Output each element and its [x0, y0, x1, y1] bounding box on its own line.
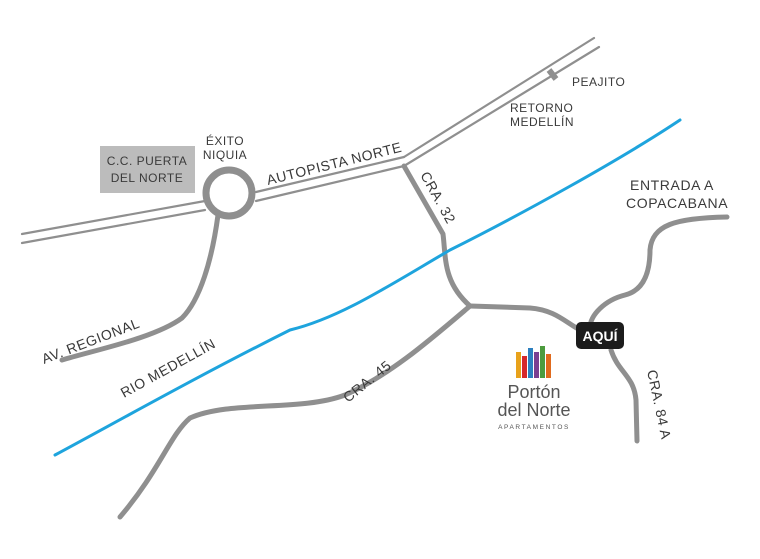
peajito-label: PEAJITO: [572, 75, 625, 89]
copacabana-road: [587, 214, 730, 331]
autopista-ne-line-b: [402, 45, 601, 168]
autopista-west-line-a: [20, 199, 207, 236]
autopista-norte-road: [20, 36, 601, 245]
peajito-toll-mark: [546, 68, 559, 81]
av-regional-road: [59, 212, 221, 363]
rio-medellin-label: RIO MEDELLÍN: [118, 335, 218, 400]
cra-45-label: CRA. 45: [340, 357, 394, 405]
retorno-label-line1: RETORNO: [510, 101, 573, 115]
rio-medellin-river: [53, 118, 682, 457]
autopista-east-line-b: [254, 164, 406, 203]
autopista-west-line-b: [20, 208, 207, 245]
entrada-label-line2: COPACABANA: [626, 195, 728, 211]
exito-label-line1: ÉXITO: [206, 133, 244, 148]
exito-roundabout: [202, 166, 256, 220]
cra-84a-label: CRA. 84 A: [644, 368, 674, 441]
mall-label-line2: DEL NORTE: [111, 171, 184, 185]
exito-label-line2: NIQUIA: [203, 148, 247, 162]
connector-road: [467, 303, 583, 333]
entrada-label-line1: ENTRADA A: [630, 177, 714, 193]
logo-tagline: APARTAMENTOS: [498, 424, 570, 431]
aqui-marker-label: AQUÍ: [583, 328, 619, 344]
autopista-ne-line-a: [402, 36, 596, 159]
mall-block: C.C. PUERTA DEL NORTE: [100, 146, 195, 193]
cra-45-road: [117, 303, 473, 520]
mall-label-line1: C.C. PUERTA: [107, 154, 187, 168]
aqui-marker: AQUÍ: [576, 322, 624, 349]
logo-name-line1: Portón: [507, 382, 560, 402]
autopista-norte-label: AUTOPISTA NORTE: [265, 139, 404, 188]
logo-name-line2: del Norte: [497, 400, 570, 420]
mall-block-shape: [100, 146, 195, 193]
logo-bars-icon: [516, 346, 551, 378]
aqui-marker-box: [576, 322, 624, 349]
retorno-label-line2: MEDELLÍN: [510, 114, 574, 129]
autopista-east-line-a: [254, 155, 406, 194]
cra-84a-road: [608, 347, 640, 444]
cra-32-road: [401, 163, 473, 309]
porton-del-norte-logo: Portón del Norte APARTAMENTOS: [497, 346, 571, 431]
